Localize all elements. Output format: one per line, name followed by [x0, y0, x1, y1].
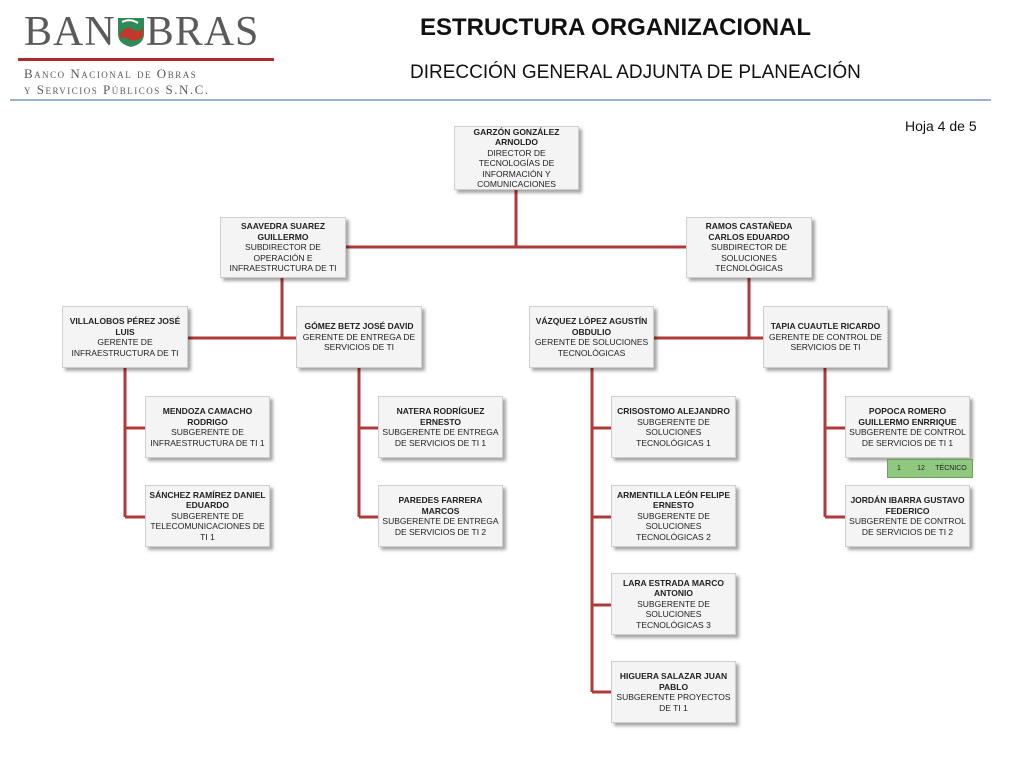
org-name: RAMOS CASTAÑEDA CARLOS EDUARDO	[705, 221, 793, 242]
org-box-subgerente-entrega-1: NATERA RODRÍGUEZ ERNESTO SUBGERENTE DE E…	[378, 396, 503, 458]
org-name: SÁNCHEZ RAMÍREZ DANIEL EDUARDO	[149, 489, 266, 511]
org-box-subgerente-soluciones-2: ARMENTILLA LEÓN FELIPE ERNESTO SUBGERENT…	[611, 485, 736, 547]
logo-line-2: y Servicios Públicos S.N.C.	[24, 82, 210, 97]
org-role: SUBGERENTE DE CONTROL DE SERVICIOS DE TI…	[849, 427, 966, 448]
org-box-subdirector-soluciones: RAMOS CASTAÑEDA CARLOS EDUARDO SUBDIRECT…	[686, 217, 812, 278]
org-role: SUBDIRECTOR DE SOLUCIONES TECNOLÓGICAS	[711, 242, 787, 274]
org-box-gerente-infraestructura: VILLALOBOS PÉREZ JOSÉ LUIS GERENTE DE IN…	[62, 306, 188, 368]
org-box-gerente-entrega: GÓMEZ BETZ JOSÉ DAVID GERENTE DE ENTREGA…	[296, 306, 422, 368]
org-name: MENDOZA CAMACHO RODRIGO	[162, 406, 253, 427]
tecnico-count: 1	[897, 465, 901, 472]
org-box-gerente-control: TAPIA CUAUTLE RICARDO GERENTE DE CONTROL…	[763, 306, 888, 368]
org-role: SUBGERENTE DE SOLUCIONES TECNOLÓGICAS 1	[636, 416, 711, 448]
logo-wordmark: BAN BRAS	[24, 8, 259, 56]
logo-line-1: Banco Nacional de Obras	[24, 66, 198, 81]
banobras-logo: BAN BRAS Banco Nacional de Obras y Servi…	[14, 8, 276, 98]
org-box-subgerente-proyectos-1: HIGUERA SALAZAR JUAN PABLO SUBGERENTE PR…	[611, 661, 736, 723]
org-name: TAPIA CUAUTLE RICARDO	[770, 321, 881, 332]
org-role: GERENTE DE INFRAESTRUCTURA DE TI	[71, 337, 179, 358]
tecnico-level: 12	[917, 465, 925, 472]
org-name: SAAVEDRA SUAREZ GUILLERMO	[240, 221, 326, 242]
sheet-number: Hoja 4 de 5	[905, 118, 977, 134]
org-name: GARZÓN GONZÁLEZ ARNOLDO	[473, 126, 560, 148]
org-role: SUBGERENTE DE INFRAESTRUCTURA DE TI 1	[150, 427, 265, 448]
org-name: JORDÁN IBARRA GUSTAVO FEDERICO	[850, 495, 965, 516]
org-role: SUBGERENTE PROYECTOS DE TI 1	[616, 692, 731, 713]
org-name: GÓMEZ BETZ JOSÉ DAVID	[304, 321, 414, 332]
org-name: CRISOSTOMO ALEJANDRO	[617, 406, 730, 416]
org-name: HIGUERA SALAZAR JUAN PABLO	[619, 671, 728, 692]
org-box-subgerente-entrega-2: PAREDES FARRERA MARCOS SUBGERENTE DE ENT…	[378, 485, 503, 547]
logo-brand-right: BRAS	[145, 9, 260, 55]
org-box-subgerente-control-2: JORDÁN IBARRA GUSTAVO FEDERICO SUBGERENT…	[845, 485, 970, 547]
org-name: ARMENTILLA LEÓN FELIPE ERNESTO	[616, 489, 730, 511]
logo-rule	[18, 58, 274, 61]
org-role: SUBGERENTE DE SOLUCIONES TECNOLÓGICAS 2	[636, 510, 711, 542]
logo-brand-left: BAN	[24, 9, 116, 55]
org-box-subgerente-control-1: POPOCA ROMERO GUILLERMO ENRRIQUE SUBGERE…	[845, 396, 970, 458]
org-box-subdirector-operacion: SAAVEDRA SUAREZ GUILLERMO SUBDIRECTOR DE…	[220, 217, 346, 278]
org-box-subgerente-soluciones-1: CRISOSTOMO ALEJANDRO SUBGERENTE DE SOLUC…	[611, 396, 736, 458]
org-box-gerente-soluciones: VÁZQUEZ LÓPEZ AGUSTÍN OBDULIO GERENTE DE…	[529, 306, 654, 368]
org-role: SUBGERENTE DE ENTREGA DE SERVICIOS DE TI…	[382, 427, 499, 448]
emblem-icon	[117, 18, 144, 47]
org-role: GERENTE DE ENTREGA DE SERVICIOS DE TI	[302, 331, 416, 353]
org-box-subgerente-soluciones-3: LARA ESTRADA MARCO ANTONIO SUBGERENTE DE…	[611, 573, 736, 635]
org-name: VÁZQUEZ LÓPEZ AGUSTÍN OBDULIO	[535, 316, 648, 337]
tecnico-tag: 1 12 TÉCNICO	[887, 459, 973, 478]
org-name: PAREDES FARRERA MARCOS	[398, 495, 483, 516]
org-role: SUBGERENTE DE CONTROL DE SERVICIOS DE TI…	[849, 516, 966, 537]
org-role: GERENTE DE CONTROL DE SERVICIOS DE TI	[768, 331, 883, 353]
org-role: SUBGERENTE DE TELECOMUNICACIONES DE TI 1	[150, 510, 265, 542]
org-box-subgerente-infraestructura-1: MENDOZA CAMACHO RODRIGO SUBGERENTE DE IN…	[145, 396, 270, 458]
org-name: VILLALOBOS PÉREZ JOSÉ LUIS	[69, 316, 181, 337]
tecnico-label: TÉCNICO	[935, 465, 967, 472]
page-title: ESTRUCTURA ORGANIZACIONAL	[420, 14, 812, 41]
org-role: DIRECTOR DE TECNOLOGÍAS DE INFORMACIÓN Y…	[477, 147, 556, 190]
org-role: SUBGERENTE DE ENTREGA DE SERVICIOS DE TI…	[382, 516, 499, 537]
org-box-director: GARZÓN GONZÁLEZ ARNOLDO DIRECTOR DE TECN…	[454, 126, 579, 190]
org-name: POPOCA ROMERO GUILLERMO ENRRIQUE	[858, 406, 957, 427]
header-divider	[10, 99, 991, 101]
org-role: GERENTE DE SOLUCIONES TECNOLÓGICAS	[534, 337, 649, 358]
org-role: SUBDIRECTOR DE OPERACIÓN E INFRAESTRUCTU…	[229, 242, 337, 274]
org-name: LARA ESTRADA MARCO ANTONIO	[623, 577, 724, 599]
org-name: NATERA RODRÍGUEZ ERNESTO	[396, 406, 485, 427]
org-box-subgerente-telecom-1: SÁNCHEZ RAMÍREZ DANIEL EDUARDO SUBGERENT…	[145, 485, 270, 547]
page-subtitle: DIRECCIÓN GENERAL ADJUNTA DE PLANEACIÓN	[410, 62, 861, 83]
org-role: SUBGERENTE DE SOLUCIONES TECNOLÓGICAS 3	[636, 598, 711, 630]
